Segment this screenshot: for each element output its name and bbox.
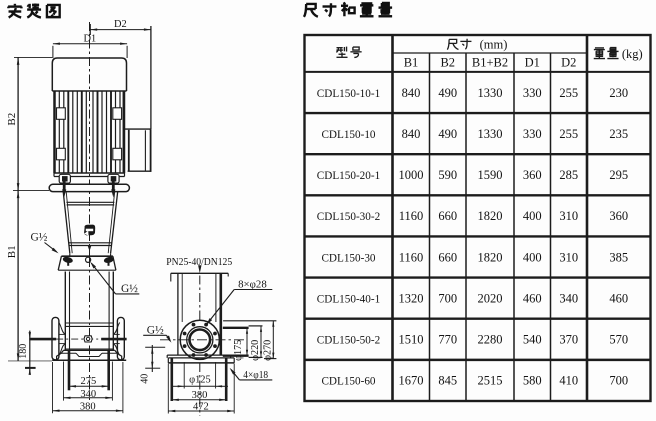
svg-text:360: 360 <box>523 168 542 182</box>
svg-text:G½: G½ <box>121 283 138 295</box>
svg-text:235: 235 <box>609 127 628 141</box>
svg-text:385: 385 <box>609 250 628 264</box>
svg-text:460: 460 <box>523 291 542 305</box>
svg-text:B1+B2: B1+B2 <box>472 56 508 70</box>
svg-text:840: 840 <box>402 86 421 100</box>
svg-text:540: 540 <box>523 333 542 347</box>
svg-text:1160: 1160 <box>399 250 424 264</box>
svg-text:490: 490 <box>438 127 457 141</box>
svg-text:CDL150-30: CDL150-30 <box>321 252 375 264</box>
svg-text:CDL150-30-2: CDL150-30-2 <box>317 211 380 223</box>
svg-text:770: 770 <box>438 333 457 347</box>
svg-text:2515: 2515 <box>478 374 503 388</box>
svg-text:340: 340 <box>559 291 578 305</box>
svg-text:285: 285 <box>559 168 578 182</box>
svg-text:1160: 1160 <box>399 209 424 223</box>
svg-text:CDL150-60: CDL150-60 <box>321 376 375 388</box>
svg-text:40: 40 <box>140 374 151 384</box>
svg-text:2020: 2020 <box>478 291 503 305</box>
svg-text:380: 380 <box>80 402 96 413</box>
svg-text:2280: 2280 <box>478 333 503 347</box>
svg-text:B1: B1 <box>404 56 419 70</box>
svg-text:410: 410 <box>559 374 578 388</box>
svg-text:CDL150-50-2: CDL150-50-2 <box>317 335 380 347</box>
svg-text:PN25-40/DN125: PN25-40/DN125 <box>166 256 232 268</box>
svg-text:255: 255 <box>559 127 578 141</box>
svg-text:φ220: φ220 <box>250 340 261 361</box>
svg-text:D2: D2 <box>114 19 127 30</box>
svg-text:590: 590 <box>438 168 457 182</box>
svg-text:370: 370 <box>559 333 578 347</box>
svg-text:CDL150-10: CDL150-10 <box>321 129 375 141</box>
svg-text:8×φ28: 8×φ28 <box>238 279 267 291</box>
svg-text:490: 490 <box>438 86 457 100</box>
svg-text:255: 255 <box>559 86 578 100</box>
svg-text:1820: 1820 <box>478 209 503 223</box>
svg-text:CDL150-10-1: CDL150-10-1 <box>317 88 380 100</box>
svg-text:4×φ18: 4×φ18 <box>243 369 268 381</box>
svg-text:180: 180 <box>18 344 29 359</box>
svg-text:G½: G½ <box>31 231 48 243</box>
svg-text:660: 660 <box>438 250 457 264</box>
svg-text:B1: B1 <box>6 245 18 258</box>
svg-text:400: 400 <box>523 250 542 264</box>
svg-text:1820: 1820 <box>478 250 503 264</box>
svg-text:D1: D1 <box>83 33 96 44</box>
svg-text:340: 340 <box>80 389 96 400</box>
svg-text:275: 275 <box>81 376 97 387</box>
svg-text:B2: B2 <box>6 113 18 126</box>
svg-text:CDL150-20-1: CDL150-20-1 <box>317 170 380 182</box>
svg-text:φ175: φ175 <box>233 340 244 361</box>
svg-text:295: 295 <box>609 168 628 182</box>
svg-text:φ125: φ125 <box>189 375 211 386</box>
svg-text:1510: 1510 <box>399 333 424 347</box>
svg-text:840: 840 <box>402 127 421 141</box>
svg-text:700: 700 <box>609 374 628 388</box>
svg-text:700: 700 <box>438 291 457 305</box>
svg-text:G½: G½ <box>147 324 164 336</box>
svg-text:570: 570 <box>609 333 628 347</box>
svg-text:360: 360 <box>609 209 628 223</box>
svg-text:1590: 1590 <box>478 168 503 182</box>
svg-text:(mm): (mm) <box>480 38 508 52</box>
svg-text:φ270: φ270 <box>263 340 274 361</box>
svg-text:380: 380 <box>192 390 208 401</box>
svg-text:D1: D1 <box>525 56 540 70</box>
svg-text:1670: 1670 <box>399 374 424 388</box>
svg-text:1320: 1320 <box>399 291 424 305</box>
svg-text:330: 330 <box>523 86 542 100</box>
svg-text:230: 230 <box>609 86 628 100</box>
svg-text:D2: D2 <box>561 56 576 70</box>
svg-text:845: 845 <box>438 374 457 388</box>
svg-text:310: 310 <box>559 250 578 264</box>
svg-text:472: 472 <box>193 401 209 412</box>
svg-text:1330: 1330 <box>478 127 503 141</box>
svg-text:330: 330 <box>523 127 542 141</box>
svg-text:B2: B2 <box>440 56 455 70</box>
svg-text:(kg): (kg) <box>622 47 643 61</box>
svg-text:310: 310 <box>559 209 578 223</box>
svg-text:CDL150-40-1: CDL150-40-1 <box>317 293 380 305</box>
svg-text:1330: 1330 <box>478 86 503 100</box>
svg-text:400: 400 <box>523 209 542 223</box>
svg-text:660: 660 <box>438 209 457 223</box>
svg-text:1000: 1000 <box>399 168 424 182</box>
svg-text:460: 460 <box>609 291 628 305</box>
svg-text:580: 580 <box>523 374 542 388</box>
